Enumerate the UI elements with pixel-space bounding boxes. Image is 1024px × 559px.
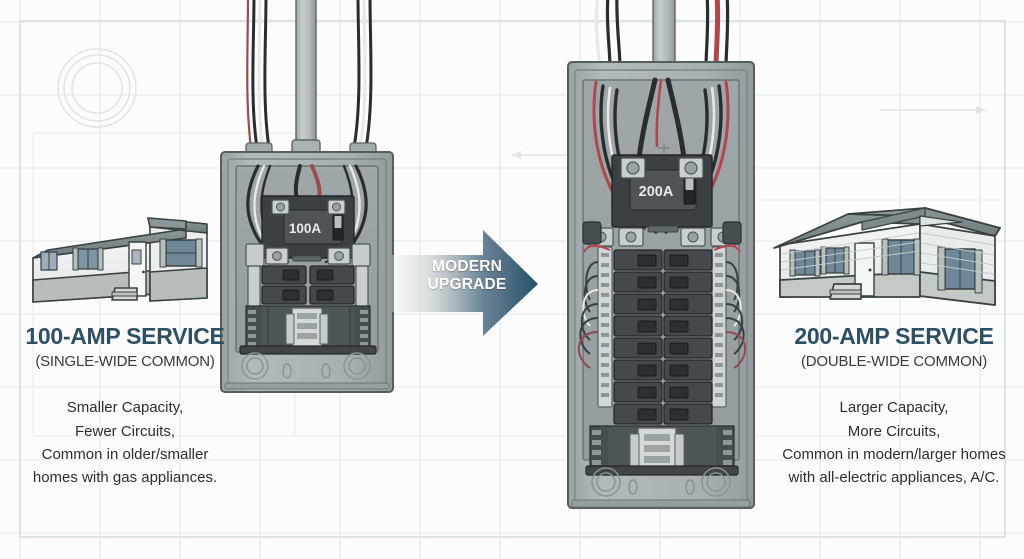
panel-100a-knockouts bbox=[241, 352, 371, 380]
modern-upgrade-arrow bbox=[392, 230, 538, 336]
panel-200a-branch-breakers bbox=[613, 249, 713, 425]
panel-100a-neutral-bar-right bbox=[351, 243, 371, 267]
left-desc-line-1: Smaller Capacity, bbox=[66, 399, 184, 417]
left-desc-line-2: Fewer Circuits, bbox=[74, 422, 175, 440]
panel-100a-illustration: 100A bbox=[220, 0, 394, 393]
panel-200a-lug-row bbox=[582, 221, 742, 247]
panel-200a-knockouts bbox=[591, 467, 731, 497]
panel-100a-ground-bus bbox=[285, 307, 329, 351]
panel-200a-main-breaker-label: 200A bbox=[639, 184, 674, 200]
panel-200a-ground-bus bbox=[629, 427, 685, 473]
right-desc-line-3: Common in modern/larger homes bbox=[782, 445, 1006, 463]
right-desc-line-2: More Circuits, bbox=[847, 422, 941, 440]
right-desc-line-1: Larger Capacity, bbox=[839, 399, 949, 417]
left-service-title: 100-AMP SERVICE bbox=[25, 323, 225, 349]
left-desc-line-4: homes with gas appliances. bbox=[32, 469, 218, 487]
blueprint-arrow-right bbox=[880, 106, 985, 114]
right-desc-line-4: with all-electric appliances, A/C. bbox=[788, 469, 1000, 487]
blueprint-border bbox=[19, 20, 1006, 538]
left-service-description: Smaller Capacity, Fewer Circuits, Common… bbox=[10, 396, 240, 489]
double-wide-home-illustration bbox=[773, 207, 1001, 306]
right-text-block: 200-AMP SERVICE (DOUBLE-WIDE COMMON) Lar… bbox=[770, 323, 1018, 489]
panel-100a-conduits bbox=[245, 0, 377, 160]
single-wide-home-illustration bbox=[32, 217, 208, 303]
left-service-subtitle: (SINGLE-WIDE COMMON) bbox=[35, 353, 215, 371]
right-service-description: Larger Capacity, More Circuits, Common i… bbox=[770, 396, 1018, 489]
left-text-block: 100-AMP SERVICE (SINGLE-WIDE COMMON) Sma… bbox=[10, 323, 240, 489]
blueprint-circles bbox=[57, 48, 137, 128]
blueprint-arrow-left bbox=[512, 151, 570, 159]
left-desc-line-3: Common in older/smaller bbox=[41, 445, 209, 463]
panel-200a-illustration: 200A bbox=[567, 0, 755, 509]
panel-100a-main-breaker-label: 100A bbox=[289, 221, 322, 236]
panel-200a-branch-wires bbox=[577, 244, 747, 369]
panel-100a-branch-breakers bbox=[261, 265, 355, 305]
panel-200a-rails bbox=[589, 425, 735, 475]
panel-100a-neutral-bar-left bbox=[245, 243, 265, 267]
right-service-title: 200-AMP SERVICE bbox=[794, 323, 994, 349]
right-service-subtitle: (DOUBLE-WIDE COMMON) bbox=[801, 353, 987, 371]
